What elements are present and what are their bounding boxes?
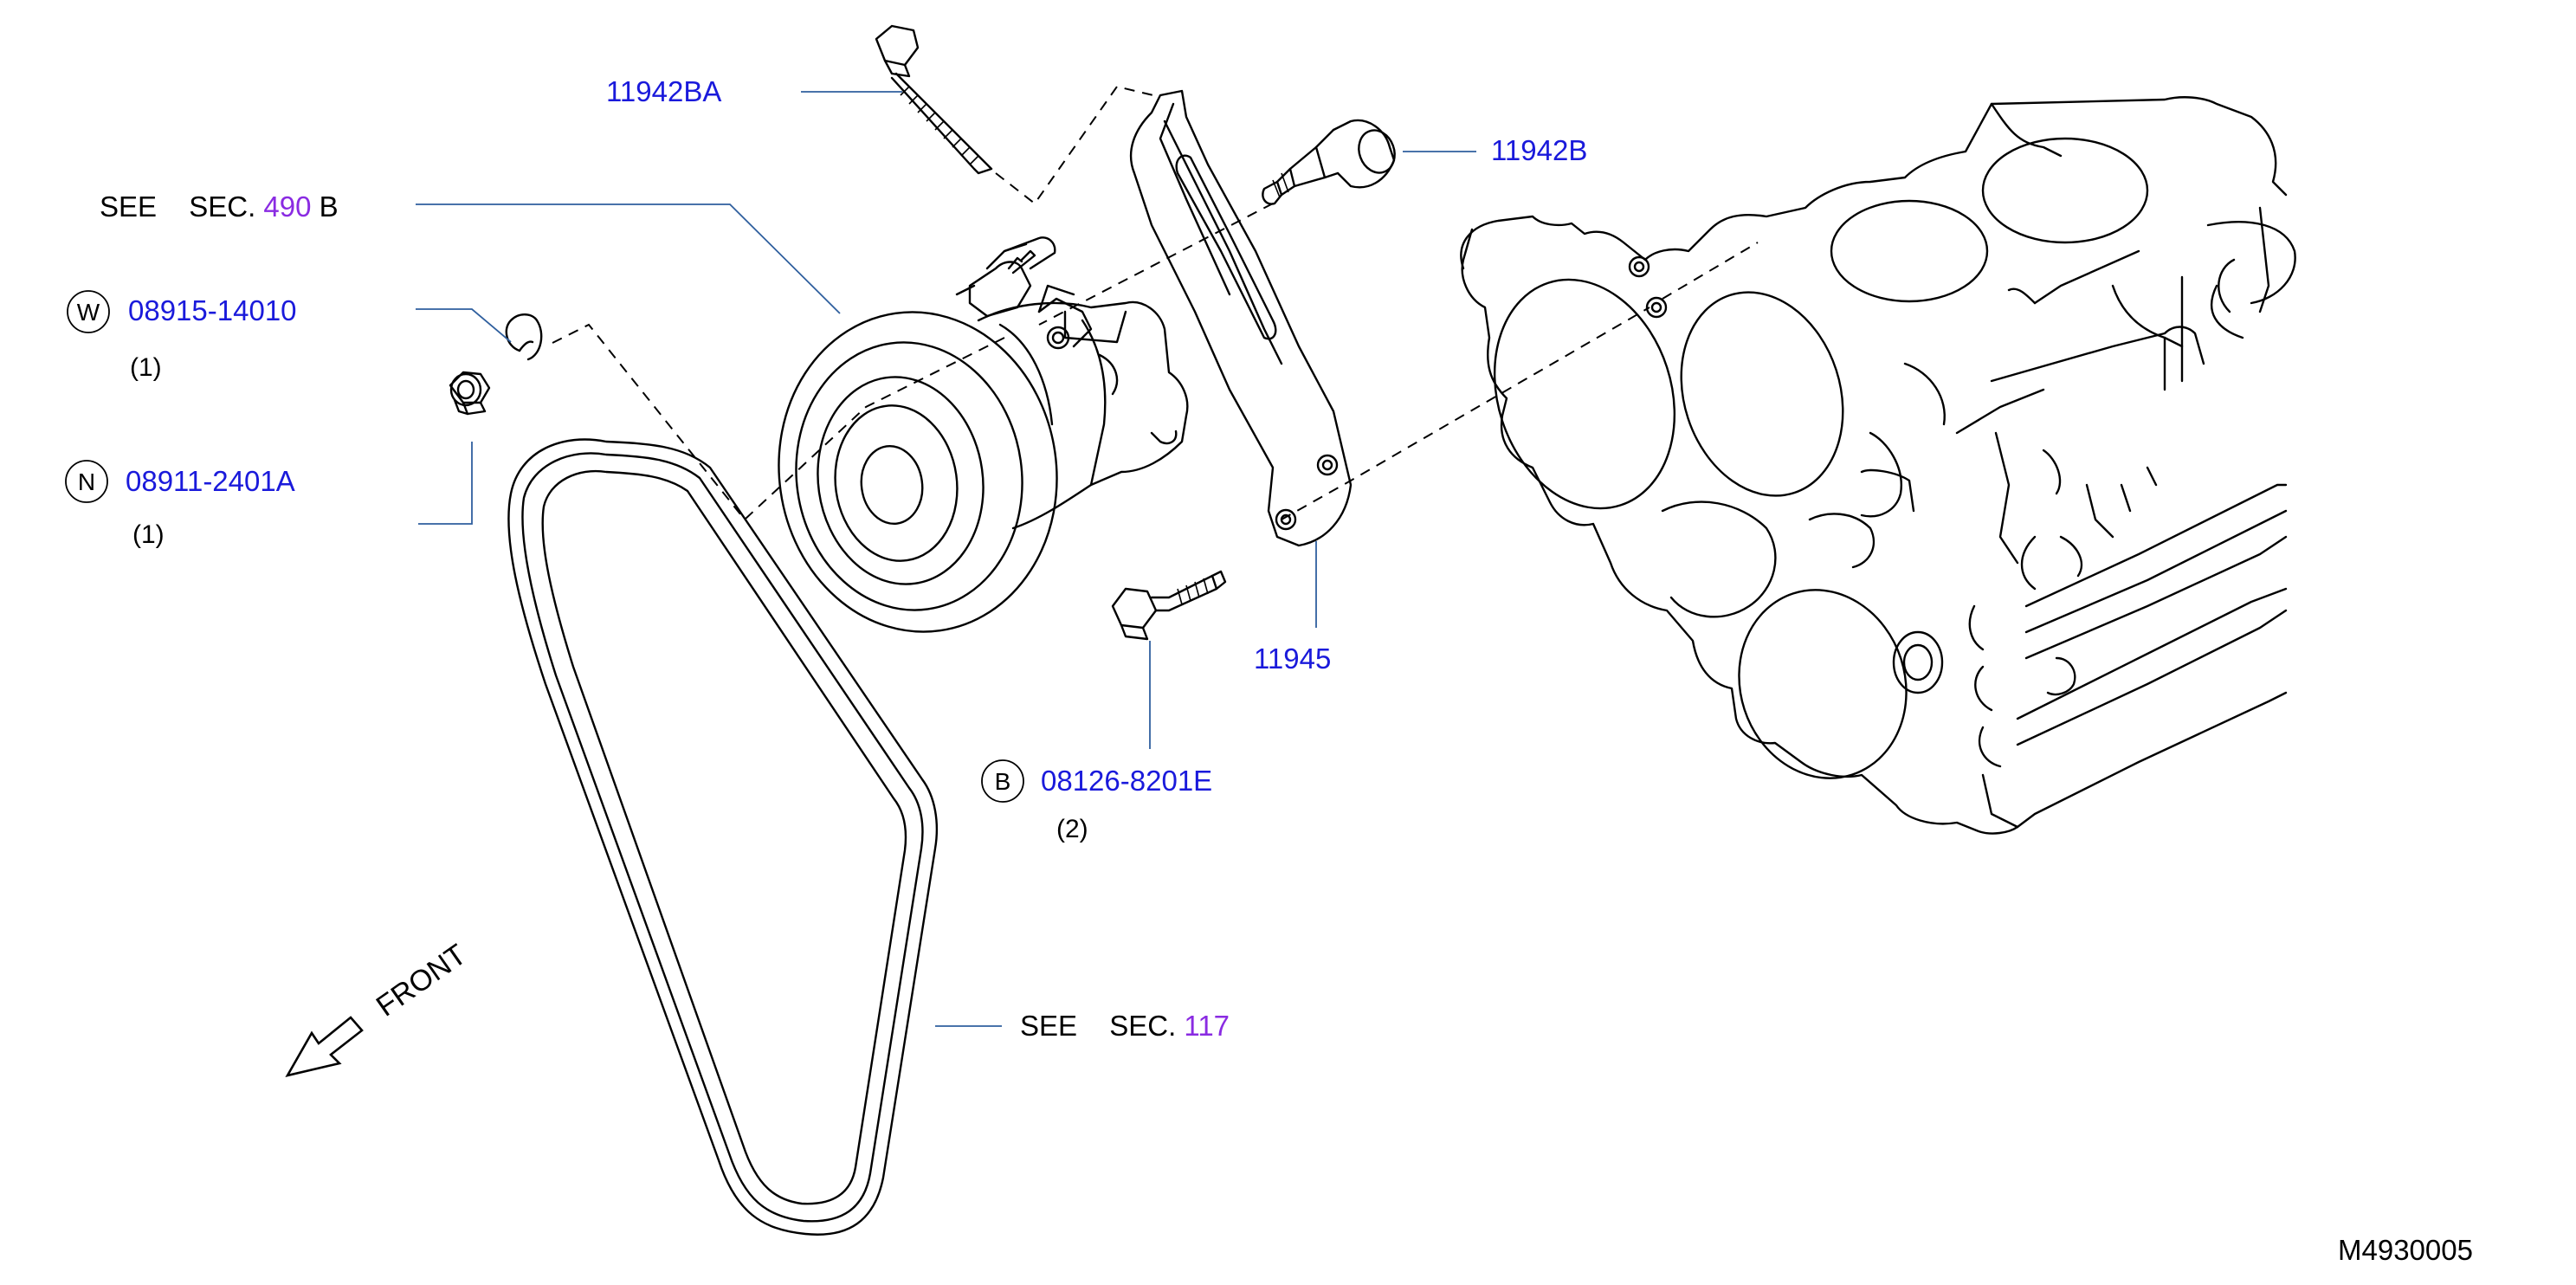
- part-number-08911-2401A[interactable]: 08911-2401A: [126, 465, 295, 497]
- circled-b-icon: B: [981, 759, 1024, 803]
- part-number-08126-8201E[interactable]: 08126-8201E: [1041, 765, 1212, 797]
- arrow-down-left-icon: [285, 1016, 364, 1077]
- part-number-08915-14010[interactable]: 08915-14010: [128, 294, 297, 326]
- washer-symbol: W: [77, 299, 100, 326]
- bolt-symbol: B: [995, 768, 1011, 795]
- engine-block-illustration: [1460, 96, 2296, 835]
- section-number-117[interactable]: 117: [1184, 1010, 1230, 1042]
- bracket-11945-illustration: [1129, 89, 1353, 547]
- leader-lines: [416, 91, 1476, 1027]
- sec-word: SEC.: [1109, 1010, 1176, 1042]
- nut-illustration: [449, 371, 491, 416]
- washer-illustration: [505, 313, 543, 361]
- front-direction-label: FRONT: [371, 938, 473, 1023]
- part-number-11945[interactable]: 11945: [1254, 642, 1331, 675]
- sec-word: SEC.: [189, 190, 255, 223]
- see-sec-490-reference: SEE SEC. 490 B: [100, 190, 339, 223]
- see-sec-117-reference: SEE SEC. 117: [1020, 1010, 1230, 1042]
- alignment-dashed-lines: [545, 85, 1759, 521]
- see-word: SEE: [1020, 1010, 1077, 1042]
- bolt-08126-illustration: [1111, 570, 1227, 641]
- washer-quantity: (1): [130, 353, 162, 382]
- bolt-quantity: (2): [1056, 815, 1088, 843]
- diagram-code: M4930005: [2338, 1234, 2473, 1266]
- circled-w-icon: W: [67, 290, 110, 333]
- bolt-11942ba-illustration: [875, 24, 993, 175]
- part-number-11942B[interactable]: 11942B: [1491, 134, 1587, 166]
- drive-belt-illustration: [507, 438, 939, 1236]
- nut-symbol: N: [78, 468, 95, 495]
- nut-quantity: (1): [132, 520, 165, 549]
- section-suffix: B: [320, 190, 339, 223]
- bolt-11942b-illustration: [1262, 119, 1396, 205]
- see-word: SEE: [100, 190, 157, 223]
- section-number-490[interactable]: 490: [263, 190, 311, 223]
- part-number-11942BA[interactable]: 11942BA: [606, 75, 721, 107]
- circled-n-icon: N: [65, 460, 108, 503]
- pulley-unit-illustration: [778, 236, 1189, 633]
